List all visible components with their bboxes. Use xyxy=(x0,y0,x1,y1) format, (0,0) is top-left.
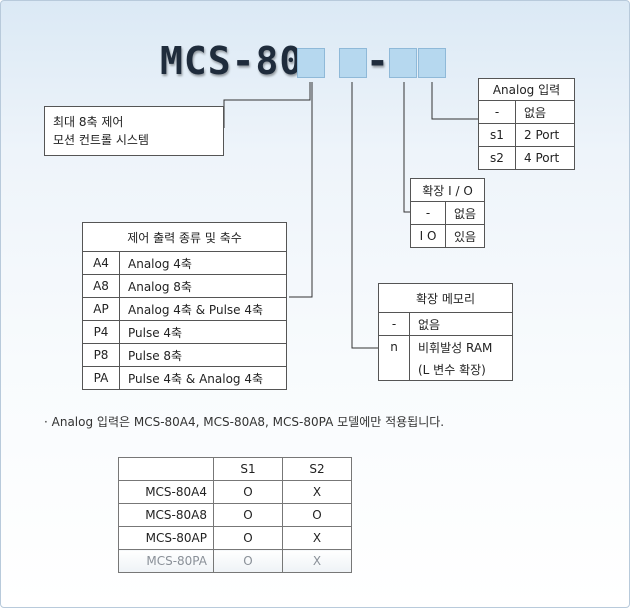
analog-note: · Analog 입력은 MCS-80A4, MCS-80A8, MCS-80P… xyxy=(44,415,445,429)
compat-model: MCS-80A8 xyxy=(118,503,214,527)
io-desc: 있음 xyxy=(444,224,486,248)
connector-control xyxy=(289,82,313,298)
compat-s2: X xyxy=(282,480,352,504)
compat-s1: O xyxy=(213,526,283,550)
control-code: A8 xyxy=(82,274,120,298)
memory-expansion-title: 확장 메모리 xyxy=(378,283,513,313)
code-slot-analog xyxy=(418,48,446,78)
control-code: A4 xyxy=(82,251,120,275)
model-dash: - xyxy=(366,39,389,83)
connector-io xyxy=(403,82,410,213)
analog-code: s2 xyxy=(478,146,516,170)
memory-expansion-table: 확장 메모리 - 없음 n 비휘발성 RAM (L 변수 확장) xyxy=(378,283,513,381)
control-output-table: 제어 출력 종류 및 축수 A4 Analog 4축 A8 Analog 8축 … xyxy=(82,222,287,390)
system-description-box: 최대 8축 제어 모션 컨트롤 시스템 xyxy=(44,106,224,156)
table-row: MCS-80A8 O O xyxy=(118,503,352,527)
memory-desc: 비휘발성 RAM xyxy=(409,335,513,358)
compat-model: MCS-80A4 xyxy=(118,480,214,504)
model-prefix: MCS-80 xyxy=(160,39,304,83)
control-desc: Analog 8축 xyxy=(119,274,287,298)
code-slot-memory xyxy=(339,48,367,78)
memory-desc-extra: (L 변수 확장) xyxy=(409,358,513,381)
io-desc: 없음 xyxy=(444,201,486,225)
control-desc: Analog 4축 & Pulse 4축 xyxy=(119,297,287,321)
control-output-title: 제어 출력 종류 및 축수 xyxy=(82,222,287,252)
io-code: - xyxy=(410,201,446,225)
control-code: P4 xyxy=(82,320,120,344)
compat-s1: O xyxy=(213,480,283,504)
compat-header: S1 xyxy=(213,457,283,481)
control-desc: Analog 4축 xyxy=(119,251,287,275)
control-code: PA xyxy=(82,366,120,390)
analog-desc: 4 Port xyxy=(515,146,575,170)
io-code: I O xyxy=(410,224,446,248)
control-desc: Pulse 4축 xyxy=(119,320,287,344)
compat-s2: O xyxy=(282,503,352,527)
table-row: MCS-80A4 O X xyxy=(118,480,352,504)
control-code: AP xyxy=(82,297,120,321)
analog-input-table: Analog 입력 - 없음 s1 2 Port s2 4 Port xyxy=(478,78,575,170)
analog-code: s1 xyxy=(478,123,516,147)
table-row: MCS-80AP O X xyxy=(118,526,352,550)
system-line-2: 모션 컨트롤 시스템 xyxy=(53,133,149,147)
code-slot-control xyxy=(297,48,325,78)
table-row: MCS-80PA O X xyxy=(118,549,352,573)
memory-desc: 없음 xyxy=(409,312,513,336)
compat-s1: O xyxy=(213,503,283,527)
control-desc: Pulse 8축 xyxy=(119,343,287,367)
compat-s2: X xyxy=(282,549,352,573)
control-desc: Pulse 4축 & Analog 4축 xyxy=(119,366,287,390)
connector-system xyxy=(223,82,311,128)
analog-input-title: Analog 입력 xyxy=(478,78,575,101)
connector-analog xyxy=(431,82,478,120)
memory-code: n xyxy=(378,335,410,381)
compat-model: MCS-80AP xyxy=(118,526,214,550)
compat-model: MCS-80PA xyxy=(118,549,214,573)
compat-s1: O xyxy=(213,549,283,573)
analog-desc: 2 Port xyxy=(515,123,575,147)
memory-code: - xyxy=(378,312,410,336)
compat-header: S2 xyxy=(282,457,352,481)
compatibility-table: S1 S2 MCS-80A4 O X MCS-80A8 O O MCS-80AP… xyxy=(118,457,352,573)
connector-memory xyxy=(351,82,378,349)
io-expansion-table: 확장 I / O - 없음 I O 있음 xyxy=(409,178,486,248)
control-code: P8 xyxy=(82,343,120,367)
compat-header xyxy=(118,457,214,481)
compat-s2: X xyxy=(282,526,352,550)
code-slot-io xyxy=(389,48,417,78)
io-expansion-title: 확장 I / O xyxy=(409,178,486,202)
system-line-1: 최대 8축 제어 xyxy=(53,115,124,129)
analog-code: - xyxy=(478,100,516,124)
analog-desc: 없음 xyxy=(515,100,575,124)
